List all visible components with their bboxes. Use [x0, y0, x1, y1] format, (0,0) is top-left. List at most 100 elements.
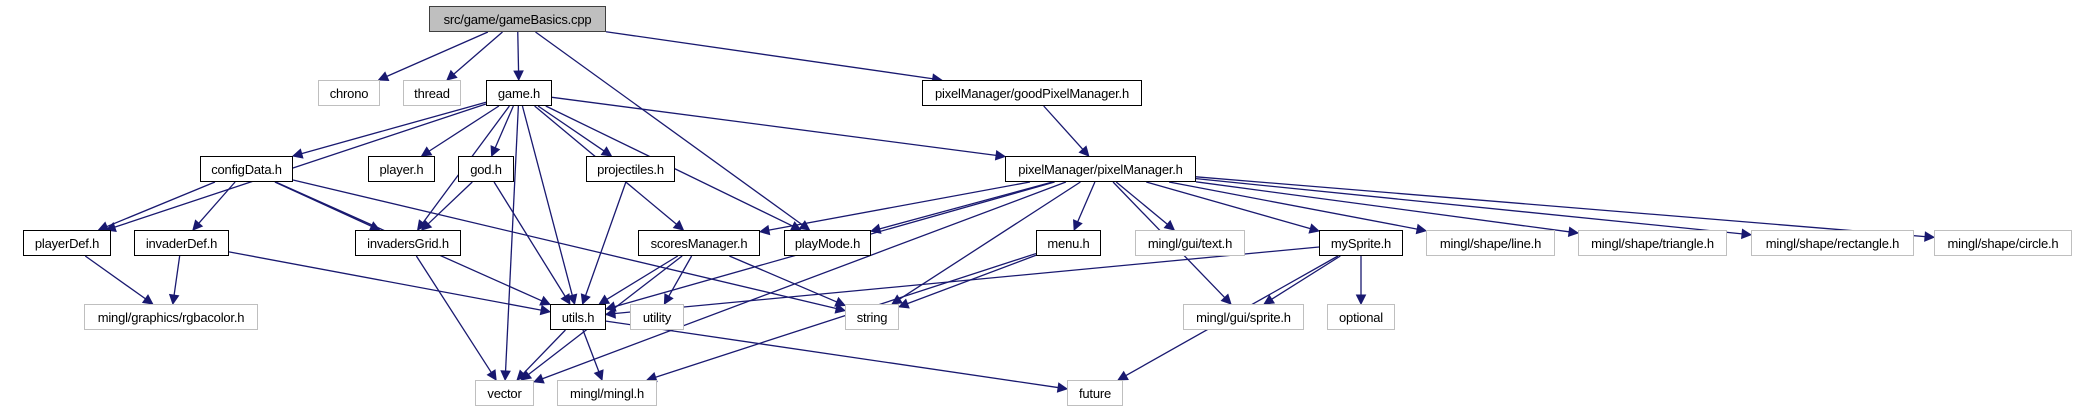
edge-pixelManager_h-to-line_h	[1168, 181, 1418, 230]
arrowhead-configData_h-to-invaderDef_h	[192, 219, 204, 231]
arrowhead-projectiles_h-to-utils_h	[580, 293, 591, 306]
edge-pixelManager_h-to-mySprite_h	[1146, 181, 1311, 230]
arrowhead-game_h-to-player_h	[420, 146, 433, 157]
node-projectiles-h[interactable]: projectiles.h	[586, 156, 675, 182]
edge-pixelManager_h-to-playMode_h	[879, 181, 1053, 230]
node-utility[interactable]: utility	[630, 304, 684, 330]
arrowhead-pixelManager_h-to-rectangle_h	[1741, 228, 1753, 240]
node-utils-h[interactable]: utils.h	[550, 304, 606, 330]
edge-root-to-goodPixelManager_h	[605, 31, 933, 80]
arrowhead-pixelManager_h-to-menu_h	[1073, 219, 1083, 232]
node-optional[interactable]: optional	[1327, 304, 1395, 330]
edge-game_h-to-utils_h	[521, 105, 573, 296]
arrowhead-game_h-to-god_h	[490, 145, 501, 158]
edge-playerDef_h-to-rgbacolor_h	[84, 255, 146, 300]
arrowhead-game_h-to-playerDef_h	[105, 221, 117, 233]
edge-scoresManager_h-to-utils_h	[606, 255, 679, 300]
arrowhead-god_h-to-utils_h	[560, 293, 571, 305]
edge-invaderDef_h-to-rgbacolor_h	[173, 255, 181, 296]
arrowhead-utils_h-to-future	[1056, 382, 1069, 393]
node-pixel-manager-h[interactable]: pixelManager/pixelManager.h	[1005, 156, 1196, 182]
edge-god_h-to-utils_h	[493, 181, 566, 297]
edge-pixelManager_h-to-text_h	[1115, 181, 1168, 225]
edge-goodPixelManager_h-to-pixelManager_h	[1043, 105, 1084, 150]
edge-pixelManager_h-to-rectangle_h	[1195, 178, 1743, 235]
arrowhead-scoresManager_h-to-string	[834, 296, 847, 307]
arrowhead-scoresManager_h-to-utils_h	[598, 294, 611, 305]
node-vector[interactable]: vector	[475, 380, 534, 406]
arrowhead-root-to-chrono	[377, 71, 390, 82]
node-mingl-mingl-h[interactable]: mingl/mingl.h	[557, 380, 657, 406]
arrowhead-pixelManager_h-to-vector	[532, 373, 545, 384]
edge-root-to-game_h	[517, 31, 520, 72]
node-game-h[interactable]: game.h	[486, 80, 552, 106]
edge-mySprite_h-to-sprite_h	[1271, 255, 1341, 300]
node-mingl-shape-line-h[interactable]: mingl/shape/line.h	[1426, 230, 1555, 256]
node-root[interactable]: src/game/gameBasics.cpp	[429, 6, 606, 32]
edge-scoresManager_h-to-string	[729, 255, 837, 303]
node-mingl-gui-text-h[interactable]: mingl/gui/text.h	[1135, 230, 1245, 256]
arrowhead-configData_h-to-utils_h	[539, 295, 552, 306]
arrowhead-game_h-to-pixelManager_h	[994, 150, 1007, 161]
arrowhead-invaderDef_h-to-rgbacolor_h	[168, 293, 180, 306]
arrowhead-utils_h-to-vector	[516, 369, 528, 381]
arrowhead-playerDef_h-to-rgbacolor_h	[141, 294, 154, 305]
arrowhead-invaderDef_h-to-utils_h	[539, 304, 552, 316]
node-scores-manager-h[interactable]: scoresManager.h	[638, 230, 760, 256]
edge-game_h-to-vector	[504, 105, 520, 372]
arrowhead-mySprite_h-to-future	[1117, 370, 1129, 381]
arrowhead-root-to-thread	[446, 69, 458, 81]
arrowhead-pixelManager_h-to-mySprite_h	[1308, 223, 1321, 234]
node-my-sprite-h[interactable]: mySprite.h	[1319, 230, 1403, 256]
edge-invaderDef_h-to-utils_h	[228, 251, 542, 311]
edge-pixelManager_h-to-menu_h	[1077, 181, 1096, 222]
edge-game_h-to-playerDef_h	[114, 103, 487, 228]
edge-root-to-thread	[453, 31, 503, 75]
edge-pixelManager_h-to-string	[899, 181, 1081, 300]
node-future[interactable]: future	[1067, 380, 1123, 406]
edge-game_h-to-configData_h	[301, 101, 487, 155]
node-mingl-graphics-rgbacolor-h[interactable]: mingl/graphics/rgbacolor.h	[84, 304, 258, 330]
edge-game_h-to-player_h	[428, 105, 500, 152]
node-mingl-gui-sprite-h[interactable]: mingl/gui/sprite.h	[1183, 304, 1304, 330]
edge-utils_h-to-mingl_h	[582, 329, 600, 372]
node-player-def-h[interactable]: playerDef.h	[23, 230, 111, 256]
arrowhead-root-to-playMode_h	[798, 220, 811, 231]
arrowhead-root-to-game_h	[513, 70, 524, 82]
edge-pixelManager_h-to-vector	[542, 181, 1067, 380]
node-thread[interactable]: thread	[403, 80, 461, 106]
arrowhead-pixelManager_h-to-sprite_h	[1220, 293, 1232, 305]
edge-mySprite_h-to-utils_h	[614, 246, 1320, 315]
node-menu-h[interactable]: menu.h	[1036, 230, 1101, 256]
node-god-h[interactable]: god.h	[458, 156, 514, 182]
node-invader-def-h[interactable]: invaderDef.h	[134, 230, 229, 256]
node-player-h[interactable]: player.h	[368, 156, 435, 182]
node-play-mode-h[interactable]: playMode.h	[784, 230, 871, 256]
edge-configData_h-to-playerDef_h	[106, 181, 216, 228]
edge-utils_h-to-vector	[522, 329, 566, 374]
arrowhead-game_h-to-projectiles_h	[600, 146, 613, 157]
arrowhead-pixelManager_h-to-line_h	[1415, 223, 1428, 235]
edge-projectiles_h-to-utils_h	[585, 181, 627, 296]
node-invaders-grid-h[interactable]: invadersGrid.h	[355, 230, 461, 256]
arrowhead-pixelManager_h-to-circle_h	[1924, 231, 1936, 242]
node-mingl-shape-triangle-h[interactable]: mingl/shape/triangle.h	[1578, 230, 1727, 256]
node-mingl-shape-rectangle-h[interactable]: mingl/shape/rectangle.h	[1751, 230, 1914, 256]
edge-game_h-to-god_h	[494, 105, 514, 149]
node-config-data-h[interactable]: configData.h	[200, 156, 293, 182]
node-good-pixel-manager-h[interactable]: pixelManager/goodPixelManager.h	[922, 80, 1142, 106]
arrowhead-game_h-to-configData_h	[291, 148, 304, 159]
arrowhead-mySprite_h-to-sprite_h	[1263, 294, 1276, 305]
arrowhead-menu_h-to-string	[897, 298, 910, 309]
arrowhead-pixelManager_h-to-scoresManager_h	[758, 224, 771, 236]
arrowhead-utils_h-to-mingl_h	[593, 369, 604, 382]
edge-root-to-chrono	[386, 31, 489, 77]
arrowhead-mySprite_h-to-optional	[1355, 294, 1367, 306]
edge-game_h-to-pixelManager_h	[551, 96, 997, 156]
node-mingl-shape-circle-h[interactable]: mingl/shape/circle.h	[1934, 230, 2072, 256]
arrowhead-pixelManager_h-to-text_h	[1163, 219, 1176, 231]
edge-scoresManager_h-to-utility	[668, 255, 693, 297]
node-string[interactable]: string	[845, 304, 899, 330]
node-chrono[interactable]: chrono	[318, 80, 380, 106]
